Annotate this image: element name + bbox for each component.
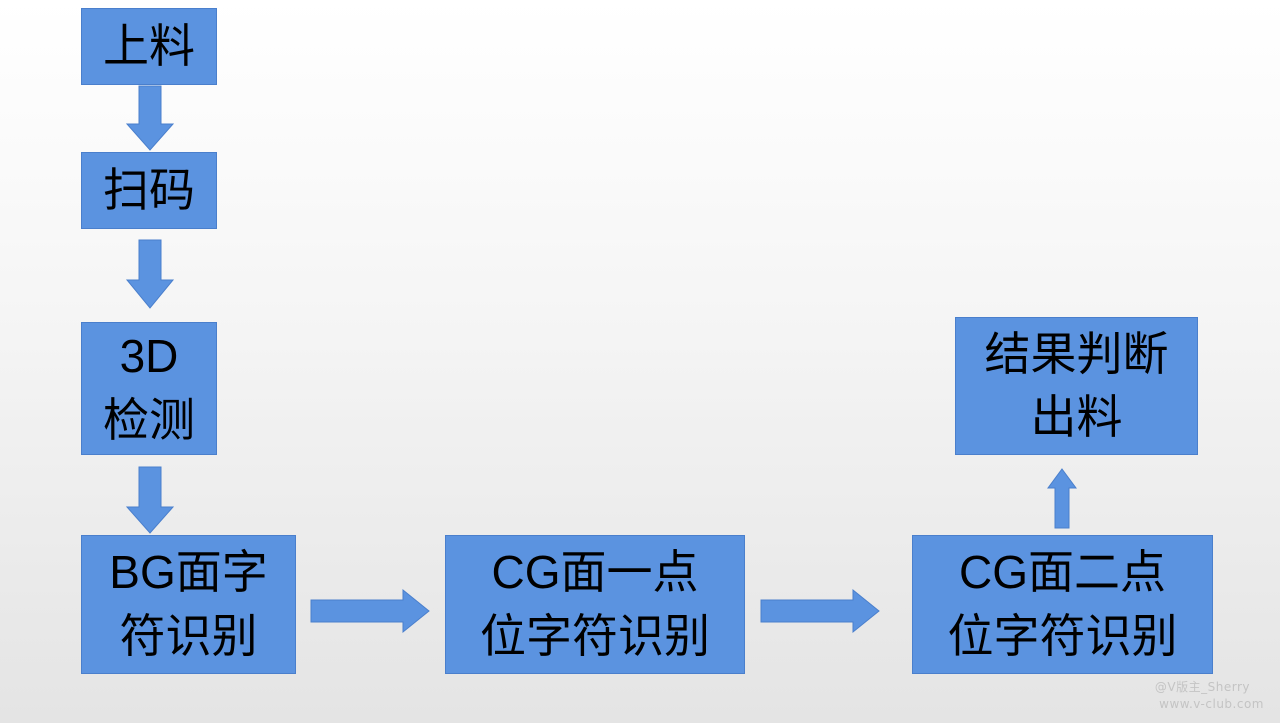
node-cg-ocr-2: CG面二点 位字符识别: [912, 535, 1213, 674]
node-cg-ocr-1-line1: CG面一点: [491, 546, 699, 599]
arrow-bg-to-cg1: [310, 588, 430, 634]
node-scan: 扫码: [81, 152, 217, 229]
node-cg-ocr-1-line2: 位字符识别: [480, 609, 710, 662]
node-result: 结果判断 出料: [955, 317, 1198, 455]
arrow-cg1-to-cg2: [760, 588, 880, 634]
arrow-load-to-scan: [125, 85, 175, 151]
arrow-inspect-to-bg: [125, 466, 175, 534]
node-3d-inspect: 3D 检测: [81, 322, 217, 455]
node-bg-ocr: BG面字 符识别: [81, 535, 296, 674]
node-load: 上料: [81, 8, 217, 85]
node-cg-ocr-2-line1: CG面二点: [959, 546, 1166, 599]
node-result-line2: 出料: [1030, 391, 1123, 443]
node-3d-inspect-line1: 3D: [119, 330, 179, 383]
watermark-url: www.v-club.com: [1159, 697, 1264, 711]
arrow-cg2-to-result: [1047, 468, 1077, 529]
node-3d-inspect-line2: 检测: [103, 393, 195, 446]
node-load-line1: 上料: [103, 19, 195, 72]
watermark-user: @V版主_Sherry: [1154, 680, 1250, 694]
node-scan-line1: 扫码: [103, 163, 195, 216]
node-result-line1: 结果判断: [984, 327, 1169, 380]
arrow-scan-to-inspect: [125, 239, 175, 309]
node-cg-ocr-2-line2: 位字符识别: [947, 609, 1178, 662]
node-bg-ocr-line2: 符识别: [119, 609, 258, 662]
node-bg-ocr-line1: BG面字: [109, 546, 268, 599]
node-cg-ocr-1: CG面一点 位字符识别: [445, 535, 745, 674]
